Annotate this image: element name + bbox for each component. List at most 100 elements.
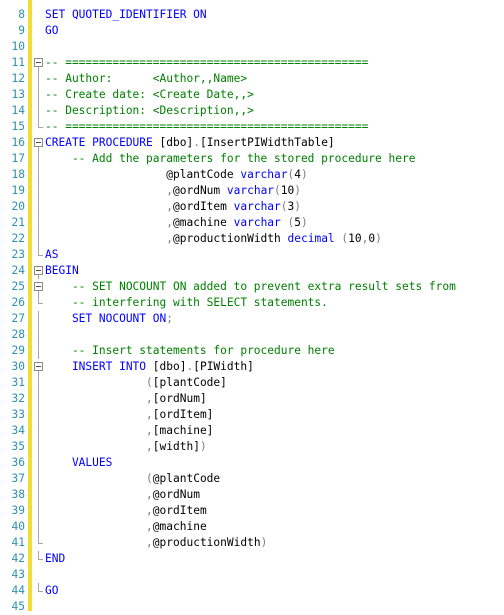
code-text[interactable]: -- Create date: <Create Date,,> (45, 87, 254, 103)
code-text[interactable]: ,[ordNum] (45, 391, 207, 407)
code-line[interactable]: 8 SET QUOTED_IDENTIFIER ON (0, 7, 504, 23)
code-line[interactable]: 37 (@plantCode (0, 471, 504, 487)
collapse-toggle-icon[interactable] (34, 359, 44, 375)
code-text[interactable]: ,[machine] (45, 423, 213, 439)
line-number: 8 (18, 8, 25, 21)
code-text[interactable]: SET NOCOUNT ON; (45, 311, 173, 327)
code-line[interactable]: 17 -- Add the parameters for the stored … (0, 151, 504, 167)
code-line[interactable]: 15-- ===================================… (0, 119, 504, 135)
code-line[interactable]: 18 @plantCode varchar(4) (0, 167, 504, 183)
code-line[interactable]: 35 ,[width]) (0, 439, 504, 455)
line-number: 33 (11, 408, 25, 421)
code-line[interactable]: 43 (0, 567, 504, 583)
line-number: 42 (11, 552, 25, 565)
code-token: SET NOCOUNT ON (45, 312, 167, 325)
code-line[interactable]: 33 ,[ordItem] (0, 407, 504, 423)
code-line[interactable]: 24 BEGIN (0, 263, 504, 279)
code-text[interactable]: SET QUOTED_IDENTIFIER ON (45, 7, 207, 23)
code-text[interactable]: VALUES (45, 455, 112, 471)
line-number: 24 (11, 264, 25, 277)
code-text[interactable]: ([plantCode] (45, 375, 227, 391)
code-text[interactable]: (@plantCode (45, 471, 220, 487)
collapse-toggle-icon[interactable] (34, 135, 44, 151)
code-text[interactable]: -- Author: <Author,,Name> (45, 71, 247, 87)
code-text[interactable]: @plantCode varchar(4) (45, 167, 308, 183)
line-number-gutter (0, 0, 27, 611)
code-line[interactable]: 27 SET NOCOUNT ON; (0, 311, 504, 327)
collapse-toggle-icon[interactable] (34, 279, 44, 295)
code-line[interactable]: 32 ,[ordNum] (0, 391, 504, 407)
code-line[interactable]: 19 ,@ordNum varchar(10) (0, 183, 504, 199)
code-line[interactable]: 14-- Description: <Description,,> (0, 103, 504, 119)
code-line[interactable]: 20 ,@ordItem varchar(3) (0, 199, 504, 215)
code-text[interactable]: ,[width]) (45, 439, 207, 455)
minus-box-icon[interactable] (34, 138, 43, 147)
code-line[interactable]: 34 ,[machine] (0, 423, 504, 439)
code-line[interactable]: 38 ,@ordNum (0, 487, 504, 503)
code-token (45, 408, 146, 421)
code-text[interactable]: BEGIN (45, 263, 79, 279)
code-line[interactable]: 39 ,@ordItem (0, 503, 504, 519)
code-line[interactable]: 41 ,@productionWidth) (0, 535, 504, 551)
code-text[interactable]: AS (45, 247, 58, 263)
code-text[interactable]: ,@machine (45, 519, 207, 535)
code-text[interactable]: GO (45, 23, 58, 39)
code-text[interactable]: ,@productionWidth decimal (10,0) (45, 231, 382, 247)
code-text[interactable]: ,@ordNum (45, 487, 200, 503)
code-text[interactable]: -- Add the parameters for the stored pro… (45, 151, 416, 167)
code-text[interactable]: ,@machine varchar (5) (45, 215, 308, 231)
collapse-toggle-icon[interactable] (34, 263, 44, 279)
minus-box-icon[interactable] (34, 266, 43, 275)
code-text[interactable]: ,@ordNum varchar(10) (45, 183, 301, 199)
fold-guide-line (34, 199, 44, 215)
code-text[interactable]: ,[ordItem] (45, 407, 213, 423)
code-line[interactable]: 11-- ===================================… (0, 55, 504, 71)
code-token: @machine (152, 520, 207, 533)
code-text[interactable]: -- Insert statements for procedure here (45, 343, 335, 359)
code-text[interactable]: INSERT INTO [dbo].[PIWidth] (45, 359, 254, 375)
code-text[interactable]: CREATE PROCEDURE [dbo].[InsertPIWidthTab… (45, 135, 335, 151)
fold-guide-line (34, 423, 44, 439)
minus-box-icon[interactable] (34, 282, 43, 291)
code-token (45, 376, 146, 389)
code-line[interactable]: 40 ,@machine (0, 519, 504, 535)
code-text[interactable]: ,@ordItem varchar(3) (45, 199, 301, 215)
line-number: 38 (11, 488, 25, 501)
code-line[interactable]: 31 ([plantCode] (0, 375, 504, 391)
code-text[interactable]: -- interfering with SELECT statements. (45, 295, 328, 311)
code-text[interactable]: END (45, 551, 65, 567)
code-line[interactable]: 42 END (0, 551, 504, 567)
code-token: -- Create date: <Create Date,,> (45, 88, 254, 101)
minus-box-icon[interactable] (34, 362, 43, 371)
code-line[interactable]: 13-- Create date: <Create Date,,> (0, 87, 504, 103)
minus-box-icon[interactable] (34, 58, 43, 67)
code-line[interactable]: 30 INSERT INTO [dbo].[PIWidth] (0, 359, 504, 375)
code-line[interactable]: 21 ,@machine varchar (5) (0, 215, 504, 231)
code-text[interactable]: -- =====================================… (45, 55, 368, 71)
code-text[interactable]: -- =====================================… (45, 119, 368, 135)
code-text[interactable]: -- Description: <Description,,> (45, 103, 254, 119)
code-line[interactable]: 25 -- SET NOCOUNT ON added to prevent ex… (0, 279, 504, 295)
code-line[interactable]: 36 VALUES (0, 455, 504, 471)
code-line[interactable]: 28 (0, 327, 504, 343)
code-text[interactable]: GO (45, 583, 58, 599)
code-text[interactable]: ,@ordItem (45, 503, 207, 519)
line-number: 43 (11, 568, 25, 581)
code-token: END (45, 552, 66, 565)
code-line[interactable]: 45 (0, 599, 504, 615)
code-line[interactable]: 12-- Author: <Author,,Name> (0, 71, 504, 87)
collapse-toggle-icon[interactable] (34, 55, 44, 71)
code-text[interactable]: ,@productionWidth) (45, 535, 267, 551)
code-token: -- Insert statements for procedure here (45, 344, 335, 357)
code-line[interactable]: 26 -- interfering with SELECT statements… (0, 295, 504, 311)
code-line[interactable]: 29 -- Insert statements for procedure he… (0, 343, 504, 359)
code-text[interactable]: -- SET NOCOUNT ON added to prevent extra… (45, 279, 456, 295)
code-line[interactable]: 22 ,@productionWidth decimal (10,0) (0, 231, 504, 247)
code-line[interactable]: 10 (0, 39, 504, 55)
